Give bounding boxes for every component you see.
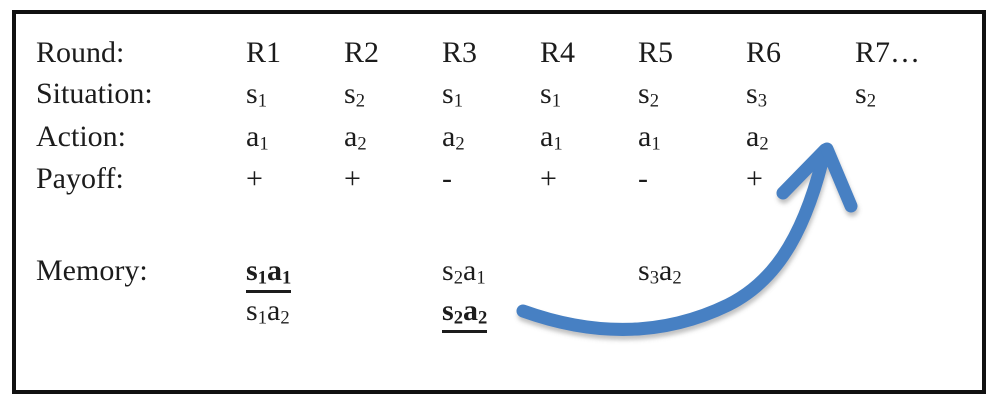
situation-r6: s3 (746, 77, 767, 112)
row-action: Action: a1 a2 a2 a1 a1 a2 (16, 119, 982, 155)
situation-row-label: Situation: (36, 77, 153, 110)
situation-r2: s2 (344, 77, 365, 112)
row-memory-line2: s1a2 s2a2 (16, 293, 982, 333)
situation-r5: s2 (638, 77, 659, 112)
memory-item-s1a2: s1a2 (246, 294, 290, 329)
memory-item-s2a2: s2a2 (442, 293, 488, 333)
action-r1: a1 (246, 120, 269, 155)
memory-row-label: Memory: (36, 254, 148, 287)
action-r3: a2 (442, 120, 465, 155)
row-situation: Situation: s1 s2 s1 s1 s2 s3 s2 (16, 76, 982, 112)
situation-r7: s2 (855, 77, 876, 112)
situation-r1: s1 (246, 77, 267, 112)
situation-r4: s1 (540, 77, 561, 112)
payoff-r2: + (344, 162, 361, 195)
round-r2: R2 (344, 36, 380, 69)
memory-item-s1a1: s1a1 (246, 253, 292, 293)
round-r6: R6 (746, 36, 782, 69)
payoff-r5: - (638, 162, 648, 195)
round-row-label: Round: (36, 36, 125, 69)
action-r6: a2 (746, 120, 769, 155)
action-row-label: Action: (36, 120, 126, 153)
round-r7: R7… (855, 36, 921, 69)
payoff-r4: + (540, 162, 557, 195)
round-r3: R3 (442, 36, 478, 69)
payoff-row-label: Payoff: (36, 162, 124, 195)
payoff-r3: - (442, 162, 452, 195)
payoff-r6: + (746, 162, 763, 195)
round-r4: R4 (540, 36, 576, 69)
round-r1: R1 (246, 36, 282, 69)
payoff-r1: + (246, 162, 263, 195)
row-memory-line1: Memory: s1a1 s2a1 s3a2 (16, 253, 982, 293)
row-round: Round: R1 R2 R3 R4 R5 R6 R7… (16, 35, 982, 71)
figure-border-frame: Round: R1 R2 R3 R4 R5 R6 R7… Situation: … (12, 10, 986, 394)
memory-item-s3a2: s3a2 (638, 254, 682, 289)
action-r4: a1 (540, 120, 563, 155)
row-payoff: Payoff: + + - + - + (16, 161, 982, 197)
memory-item-s2a1: s2a1 (442, 254, 486, 289)
round-r5: R5 (638, 36, 674, 69)
action-r2: a2 (344, 120, 367, 155)
action-r5: a1 (638, 120, 661, 155)
situation-r3: s1 (442, 77, 463, 112)
